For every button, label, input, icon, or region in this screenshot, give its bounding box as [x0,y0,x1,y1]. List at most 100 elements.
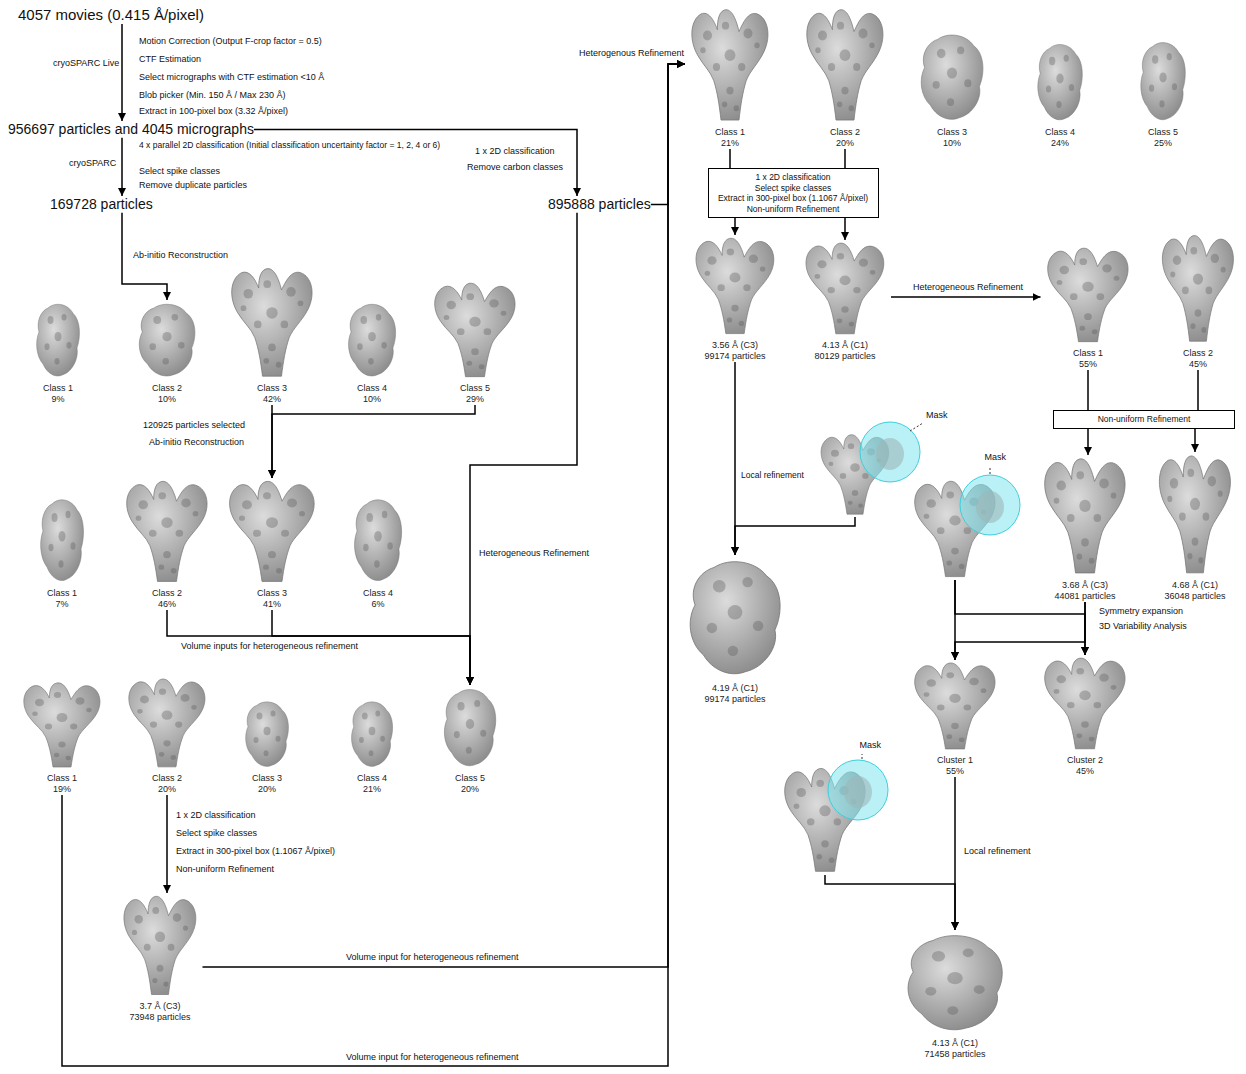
stage-caption: 169728 particles [50,196,153,213]
map-caption: 4.13 Å (C1) [900,1038,1010,1049]
map-caption: 3.7 Å (C3) [118,1001,203,1012]
density-map [349,304,396,376]
stage-text: 895888 particles [548,196,651,213]
mask-density [844,776,872,808]
process-box: Non-uniform Refinement [1053,410,1235,429]
step-label: cryoSPARC [68,158,117,169]
step-label: 1 x 2D classification [175,810,257,821]
density-map [915,663,995,749]
map-caption: 29% [428,394,523,405]
map-caption: 41% [222,599,322,610]
map-caption: Cluster 1 [908,755,1003,766]
flow-connector [203,64,686,967]
step-label: Symmetry expansion [1098,606,1184,617]
mask-label: Mask [926,410,948,421]
map-caption: Class 3 [242,773,292,784]
density-map [352,702,393,767]
map-caption: Class 5 [428,383,523,394]
process-step: Extract in 300-pixel box (1.1067 Å/pixel… [717,193,870,204]
map-caption: 80129 particles [799,351,891,362]
step-label: Volume input for heterogeneous refinemen… [345,952,520,963]
process-step: Select spike classes [717,183,870,194]
step-label: Remove carbon classes [466,162,564,173]
step-label: Extract in 100-pixel box (3.32 Å/pixel) [138,106,289,117]
map-caption: Class 4 [348,773,396,784]
step-label: Ab-initio Reconstruction [132,250,229,261]
flow-connector [729,149,731,168]
density-map-node: Class 46% [351,495,406,610]
map-caption: 20% [122,784,212,795]
density-map-node: 4.13 Å (C1)71458 particles [900,930,1010,1060]
density-map [444,690,495,766]
density-map-node: Class 421% [348,698,396,795]
density-map-node: 3.56 Å (C3)99174 particles [689,235,781,362]
map-caption: 25% [1137,138,1189,149]
step-label: 120925 particles selected [142,420,246,431]
step-label: 4 x parallel 2D classification (Initial … [138,140,460,151]
map-caption: Class 5 [440,773,500,784]
map-caption: 42% [225,394,320,405]
step-label: Heterogenous Refinement [578,48,685,59]
map-caption: 10% [345,394,400,405]
map-caption: 3.68 Å (C3) [1038,580,1133,591]
flow-connector [62,64,685,1066]
mask-sphere [960,475,1020,535]
map-caption: 9% [33,394,83,405]
map-caption: 6% [351,599,406,610]
density-map-node: Class 19% [33,300,83,405]
process-step: Non-uniform Refinement [717,204,870,215]
density-map-node: 3.7 Å (C3)73948 particles [118,893,203,1023]
density-map [1162,236,1233,342]
density-map [1045,658,1125,749]
density-map-node: Class 245% [1156,232,1240,370]
density-map-node: Class 17% [37,495,87,610]
flow-connector [167,610,470,685]
map-caption: 55% [908,766,1003,777]
flow-connector [121,138,123,196]
density-map [139,304,195,376]
step-label: Local refinement [963,846,1032,857]
map-caption: Class 5 [1137,127,1189,138]
step-label: cryoSPARC Live [52,58,120,69]
map-caption: 99174 particles [689,351,781,362]
density-map [921,35,983,119]
step-label: Remove duplicate particles [138,180,248,191]
density-map-node: Class 246% [120,478,215,610]
map-caption: Class 3 [916,127,988,138]
density-map [908,936,1002,1030]
flow-connector [844,218,846,240]
flow-connector [844,149,846,168]
density-map-node: Class 525% [1137,38,1189,149]
map-caption: 10% [135,394,200,405]
step-label: 1 x 2D classification [474,146,556,157]
map-caption: Class 1 [37,588,87,599]
masked-map-node: Mask [778,765,873,875]
map-caption: 55% [1041,359,1136,370]
density-map [696,238,774,333]
map-caption: 45% [1038,766,1133,777]
stage-text: 956697 particles and 4045 micrographs [8,121,254,138]
density-map-node: Class 342% [225,265,320,405]
map-caption: 24% [1034,138,1086,149]
map-caption: Class 1 [1041,348,1136,359]
stage-caption: 4057 movies (0.415 Å/pixel) [18,6,204,24]
step-label: CTF Estimation [138,54,202,65]
density-map-node: Class 320% [242,698,292,795]
step-label: Extract in 300-pixel box (1.1067 Å/pixel… [175,846,336,857]
mask-label: Mask [860,740,882,751]
density-map [355,500,402,581]
density-map-node: Class 121% [685,6,775,149]
map-caption: Class 1 [33,383,83,394]
step-label: Volume inputs for heterogeneous refineme… [180,641,359,652]
step-label: Select micrographs with CTF estimation <… [138,72,325,83]
map-caption: 73948 particles [118,1012,203,1023]
map-caption: Class 2 [800,127,890,138]
density-map-node: Class 424% [1034,40,1086,149]
density-map [690,562,780,674]
step-label: Volume input for heterogeneous refinemen… [345,1052,520,1063]
density-map [1038,45,1083,120]
map-caption: Class 1 [685,127,775,138]
map-caption: 4.19 Å (C1) [683,683,788,694]
